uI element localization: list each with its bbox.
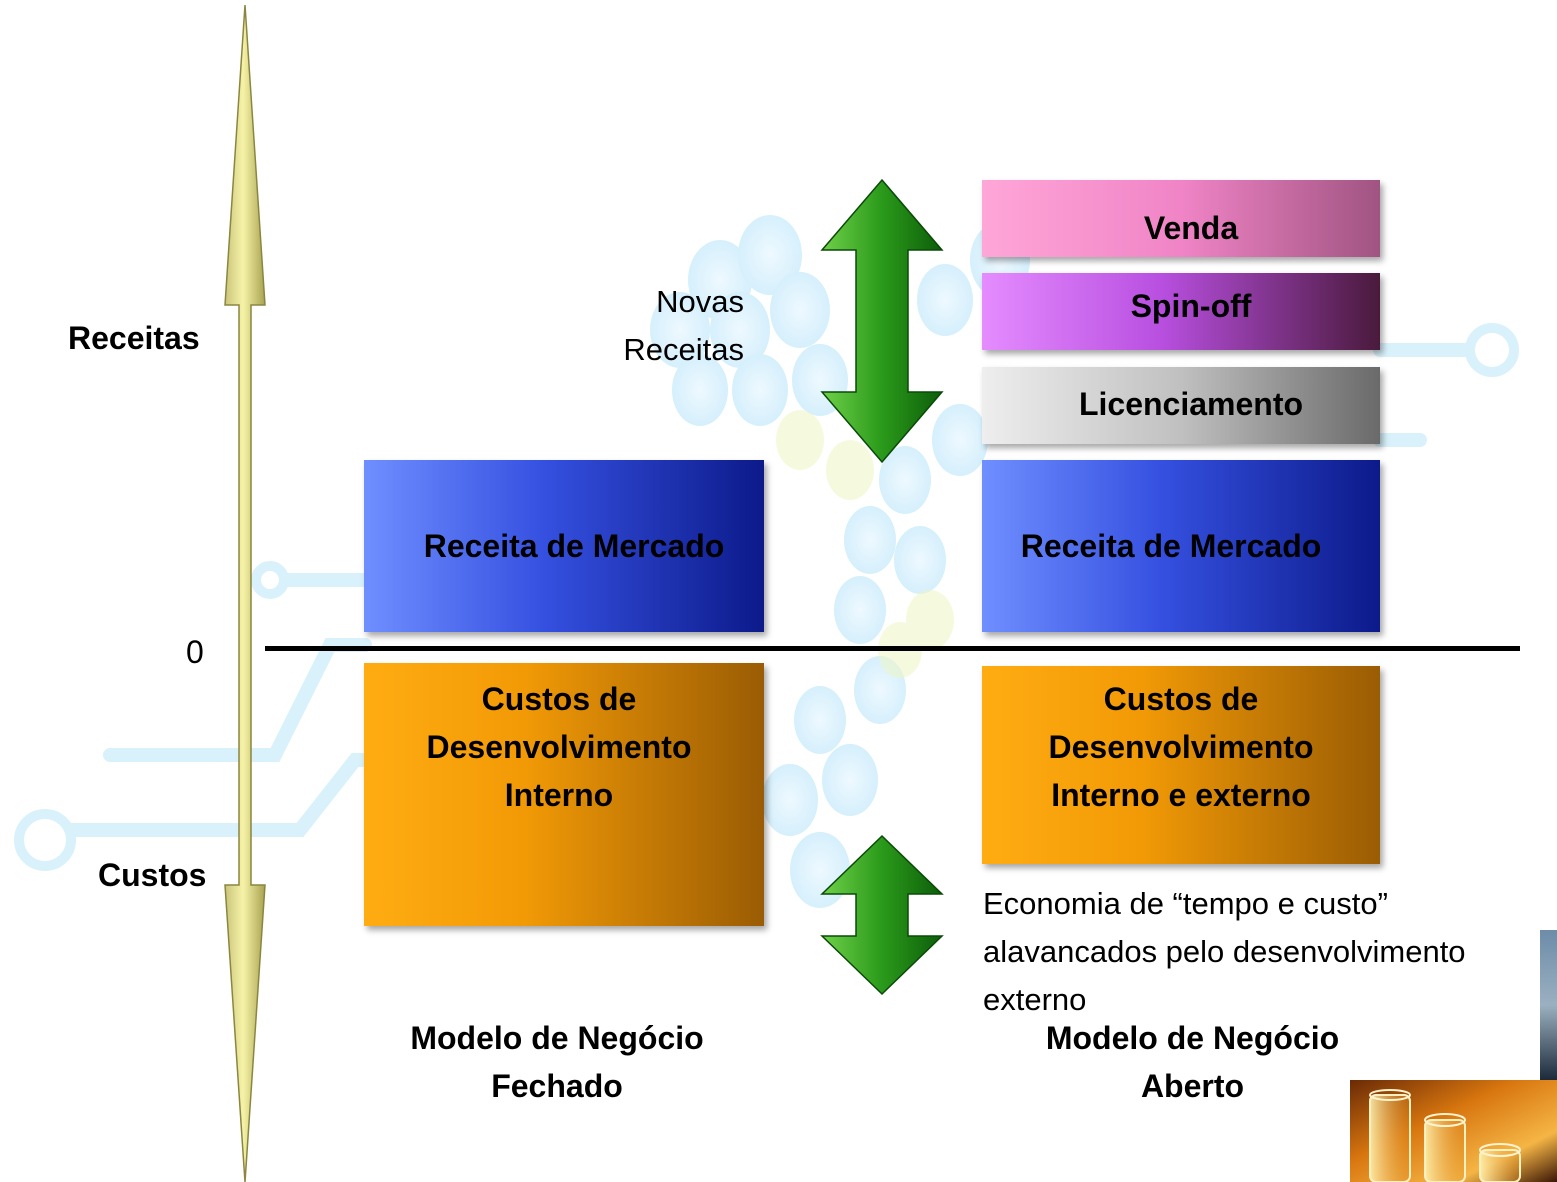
- economia-double-arrow: [820, 834, 944, 996]
- open-custos-box: Custos de Desenvolvimento Interno e exte…: [982, 666, 1380, 864]
- receitas-axis-label: Receitas: [68, 320, 200, 356]
- closed-title-line-1: Modelo de Negócio: [410, 1020, 704, 1056]
- open-custos-line-3: Interno e externo: [1051, 777, 1311, 813]
- closed-receita-mercado-label: Receita de Mercado: [423, 527, 725, 564]
- open-custos-line-2: Desenvolvimento: [1048, 729, 1314, 765]
- zero-axis-label: 0: [186, 634, 204, 670]
- closed-title-line-2: Fechado: [491, 1068, 623, 1104]
- spinoff-box: Spin-off: [982, 273, 1380, 350]
- novas-receitas-label: Novas Receitas: [560, 278, 744, 374]
- closed-custos-line-2: Desenvolvimento: [426, 729, 692, 765]
- closed-receita-mercado-box: Receita de Mercado: [364, 460, 764, 632]
- venda-box: Venda: [982, 180, 1380, 257]
- novas-receitas-line-1: Novas: [656, 284, 744, 319]
- licenciamento-label: Licenciamento: [1078, 386, 1304, 422]
- spinoff-label: Spin-off: [1130, 288, 1252, 324]
- open-title-line-1: Modelo de Negócio: [1045, 1020, 1340, 1056]
- custos-axis-label: Custos: [98, 857, 207, 893]
- open-custos-line-1: Custos de: [1103, 681, 1259, 717]
- closed-model-title: Modelo de Negócio Fechado: [357, 1014, 757, 1110]
- vertical-axis-arrow: [224, 5, 266, 1182]
- zero-baseline: [265, 646, 1520, 651]
- novas-receitas-line-2: Receitas: [623, 332, 744, 367]
- economia-line-3: externo: [983, 982, 1087, 1017]
- closed-custos-line-1: Custos de: [481, 681, 637, 717]
- licenciamento-box: Licenciamento: [982, 367, 1380, 444]
- glassware-photo: [1350, 1080, 1557, 1182]
- economia-label: Economia de “tempo e custo” alavancados …: [983, 880, 1553, 1024]
- novas-receitas-double-arrow: [820, 178, 944, 464]
- economia-line-1: Economia de “tempo e custo”: [983, 886, 1388, 921]
- open-model-title: Modelo de Negócio Aberto: [990, 1014, 1395, 1110]
- open-title-line-2: Aberto: [1140, 1068, 1245, 1104]
- venda-label: Venda: [1143, 210, 1239, 246]
- open-receita-mercado-box: Receita de Mercado: [982, 460, 1380, 632]
- economia-line-2: alavancados pelo desenvolvimento: [983, 934, 1466, 969]
- open-receita-mercado-label: Receita de Mercado: [1020, 527, 1322, 564]
- closed-custos-box: Custos de Desenvolvimento Interno: [364, 663, 764, 926]
- closed-custos-line-3: Interno: [504, 777, 614, 813]
- sky-photo-strip: [1540, 930, 1557, 1080]
